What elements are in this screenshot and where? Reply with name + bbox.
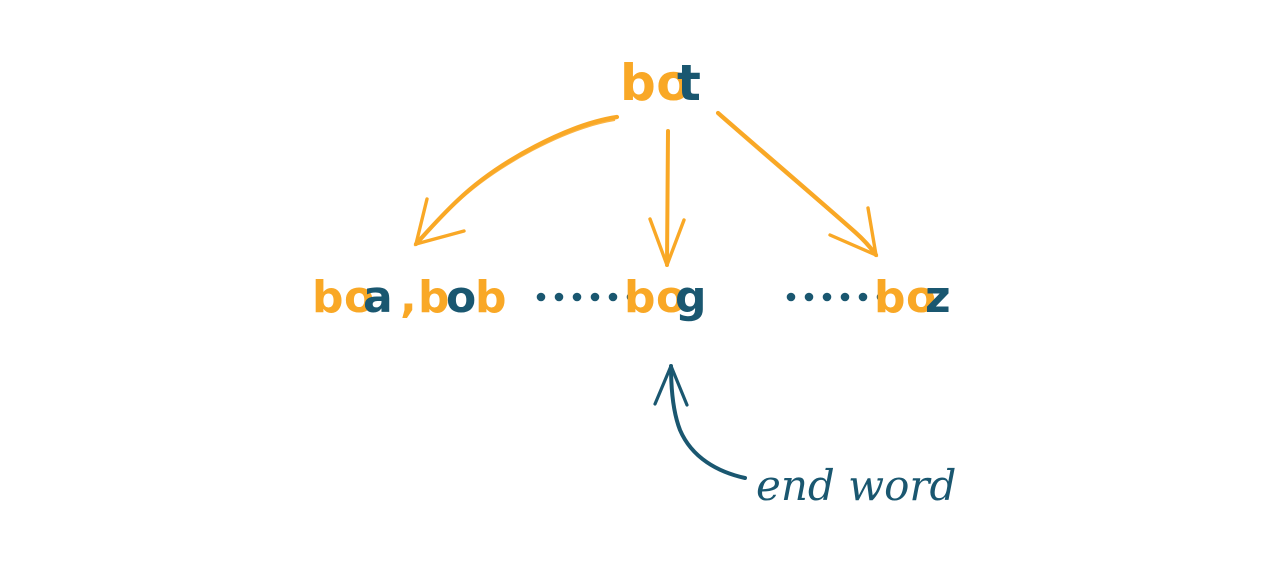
node-boz-prefix: bo	[874, 272, 937, 323]
arrow-middle	[648, 129, 686, 267]
node-bot-suffix: t	[677, 54, 701, 112]
node-bog-suffix: g	[675, 272, 707, 323]
node-boa: bo a	[312, 272, 393, 323]
node-bob: b o b	[418, 272, 507, 323]
separator-comma-glyph: ,	[400, 272, 417, 323]
ellipsis-2	[786, 292, 886, 302]
arrow-left	[413, 114, 620, 247]
node-bot-prefix: bo	[620, 54, 691, 112]
arrow-right	[715, 110, 879, 258]
node-bob-suffix: b	[475, 272, 507, 323]
node-bob-prefix: b	[418, 272, 450, 323]
separator-comma: ,	[400, 272, 417, 323]
node-bob-middle: o	[446, 272, 477, 323]
node-bog: bo g	[624, 272, 707, 323]
node-boa-prefix: bo	[312, 272, 375, 323]
node-bot: bo t	[620, 54, 701, 112]
annotation-end-word: end word	[756, 461, 956, 510]
node-bog-prefix: bo	[624, 272, 687, 323]
ellipsis-1	[536, 292, 636, 302]
node-boz-suffix: z	[925, 272, 951, 323]
annotation-end-word-label: end word	[756, 461, 956, 510]
arrow-annotation	[653, 364, 747, 480]
node-boa-suffix: a	[363, 272, 393, 323]
node-boz: bo z	[874, 272, 951, 323]
